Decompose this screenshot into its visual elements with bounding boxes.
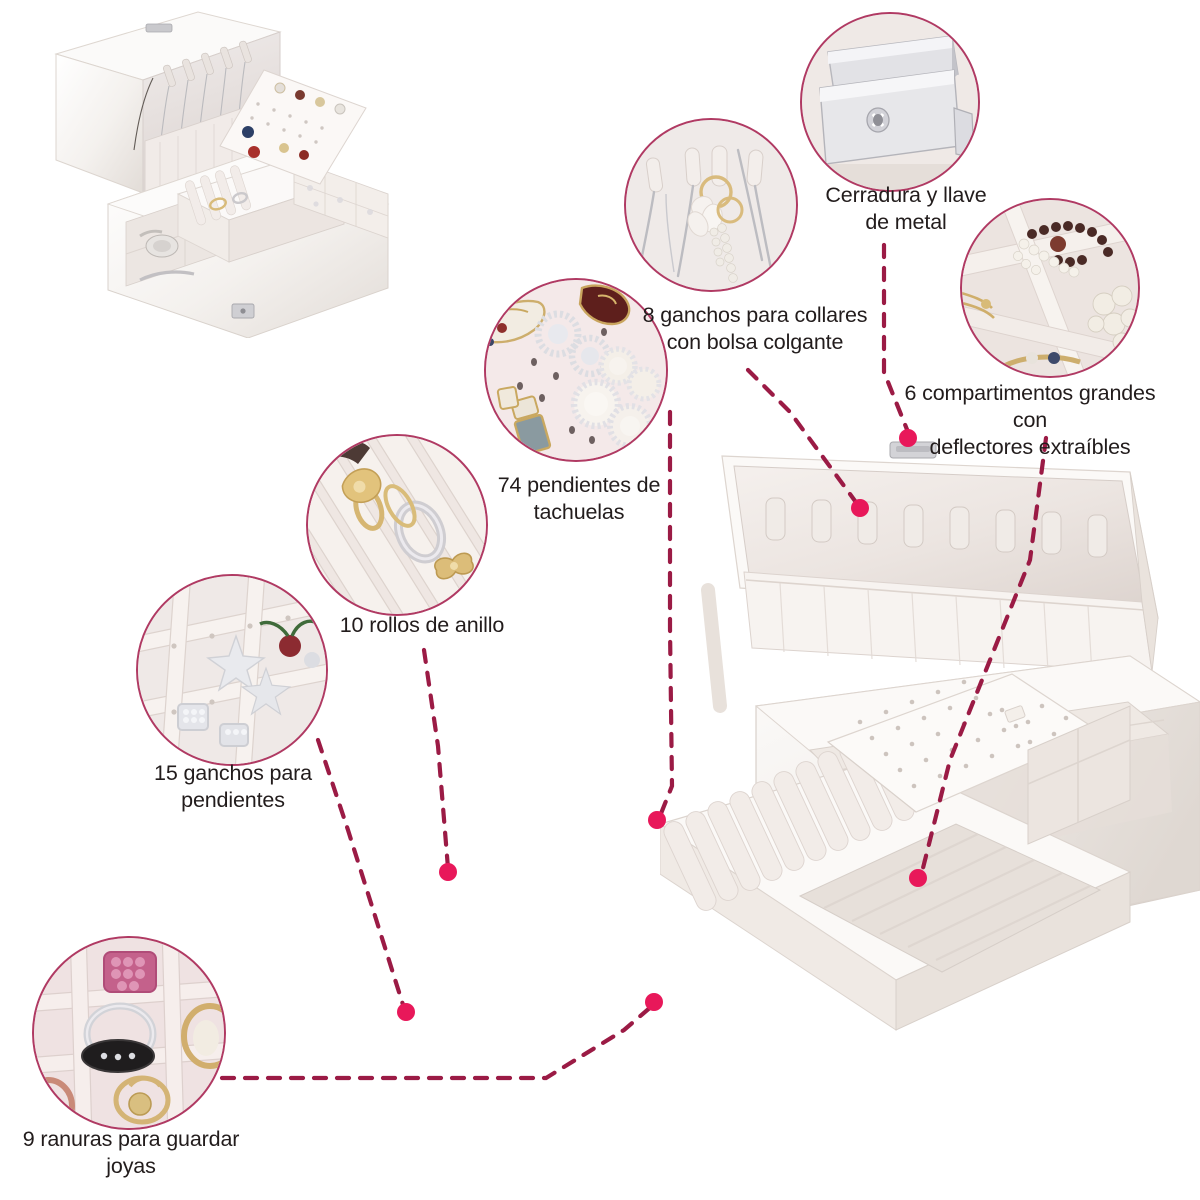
- callout-label-necklace-hooks: 8 ganchos para collares con bolsa colgan…: [642, 303, 868, 355]
- callout-label-lock-and-key: Cerradura y llave de metal: [825, 183, 987, 235]
- line-jewelry-slots: [219, 1003, 655, 1081]
- line-earring-hooks: [315, 737, 407, 1011]
- callout-label-jewelry-slots: 9 ranuras para guardar joyas: [22, 1127, 240, 1179]
- dot-earring-hooks: [397, 1003, 415, 1021]
- callout-ring-rolls-image: Rollos de terciopelo con anillos dorados…: [306, 434, 488, 616]
- main-product-photo: Caja de joyas blanca abierta mostrando l…: [658, 420, 1200, 1060]
- product-overview-photo: Caja de joyas blanca abierta con bandeja…: [48, 8, 428, 339]
- callout-label-ring-rolls: 10 rollos de anillo: [339, 613, 505, 637]
- callout-label-large-compartments: 6 compartimentos grandes con deflectores…: [904, 381, 1156, 460]
- callout-necklace-hooks-image: Ganchos de terciopelo con collares de ca…: [624, 118, 798, 292]
- callout-large-compartments-image: Compartimentos divididos con collares de…: [960, 198, 1140, 378]
- line-ring-rolls: [421, 647, 451, 871]
- callout-jewelry-slots-image: Cuadrícula de ranuras con pulseras y bra…: [32, 936, 226, 1130]
- callout-earring-hooks-image: Compartimentos divididos con pendientes …: [136, 574, 328, 766]
- callout-label-earring-hooks: 15 ganchos para pendientes: [154, 761, 312, 813]
- callout-lock-and-key-image: Primer plano del cierre metálico platead…: [800, 12, 980, 192]
- callout-label-stud-earrings: 74 pendientes de tachuelas: [497, 473, 661, 525]
- dot-ring-rolls: [439, 863, 457, 881]
